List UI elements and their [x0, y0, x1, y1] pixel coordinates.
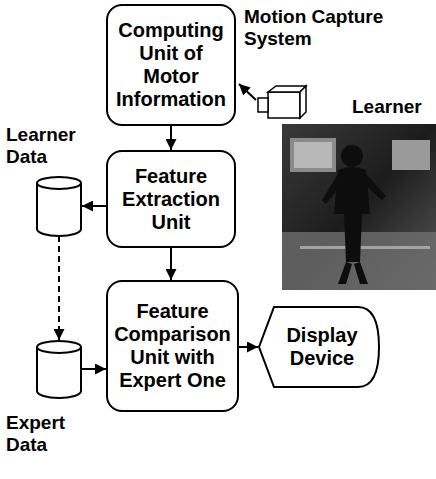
process-box: Computing Unit of Motor Information — [106, 4, 236, 126]
process-box: Feature Comparison Unit with Expert One — [106, 280, 239, 412]
cylinder-outline — [36, 340, 82, 398]
data-label: Expert Data — [6, 412, 90, 456]
flow-arrow — [170, 126, 172, 150]
display-shape: Display Device — [258, 306, 380, 388]
box-text: Computing Unit of Motor Information — [108, 19, 234, 111]
database-cylinder: Expert Data — [36, 340, 82, 398]
data-label: Learner Data — [6, 124, 90, 168]
learner-photo — [282, 124, 436, 290]
box-text: Feature Comparison Unit with Expert One — [108, 300, 237, 392]
database-cylinder: Learner Data — [36, 176, 82, 236]
process-box: Feature Extraction Unit — [106, 150, 236, 248]
camera-icon — [258, 86, 306, 118]
capture-arrow — [239, 84, 256, 100]
flow-arrow — [82, 368, 106, 370]
flow-arrow — [239, 346, 258, 348]
flow-arrow — [58, 236, 60, 340]
flow-arrow — [170, 248, 172, 280]
box-text: Display Device — [258, 324, 380, 370]
flow-arrow — [82, 205, 106, 207]
cylinder-outline — [36, 176, 82, 236]
learner-label: Learner — [352, 96, 432, 118]
system-label: Motion Capture System — [244, 6, 424, 50]
box-text: Feature Extraction Unit — [108, 165, 234, 234]
